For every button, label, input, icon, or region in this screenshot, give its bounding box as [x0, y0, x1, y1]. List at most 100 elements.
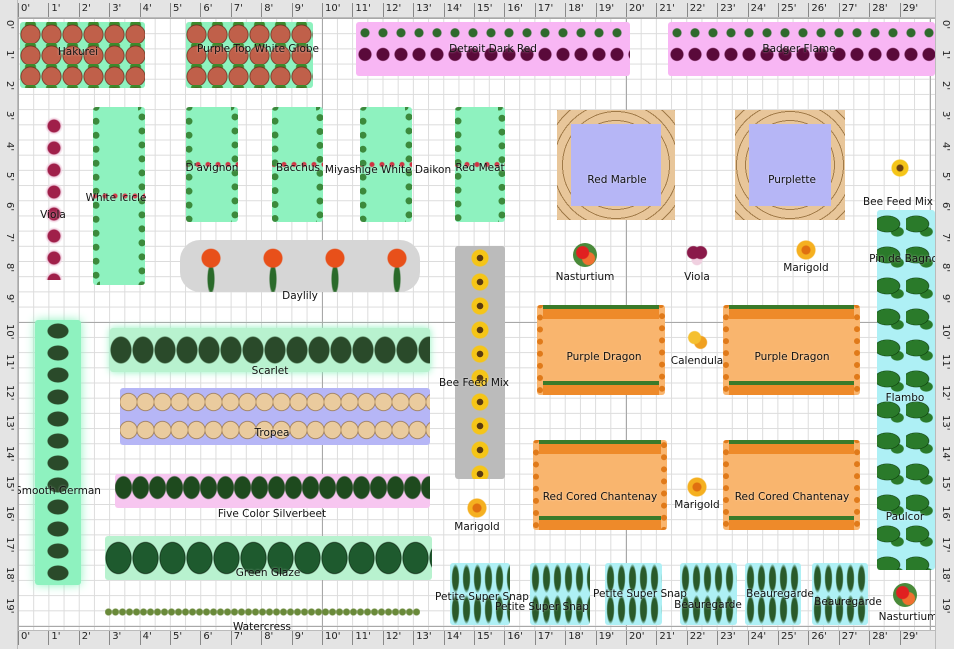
ruler-tick-label: 13' — [4, 415, 15, 431]
bed-five-color-silverbeet[interactable] — [115, 474, 430, 508]
ruler-tick-label: 20' — [626, 3, 644, 17]
ruler-tick-label: 13' — [940, 415, 951, 431]
ruler-right: 0'1'2'3'4'5'6'7'8'9'10'11'12'13'14'15'16… — [935, 0, 954, 649]
ruler-tick-label: 8' — [261, 631, 273, 645]
bed-detroit-dark-red[interactable] — [356, 22, 630, 76]
bed-leeks[interactable] — [877, 210, 935, 570]
sunflower-icon[interactable] — [888, 156, 912, 180]
ruler-tick-label: 16' — [4, 506, 15, 522]
ruler-tick-label: 4' — [139, 631, 152, 645]
ruler-tick-label: 24' — [747, 631, 766, 645]
ruler-tick-label: 27' — [838, 631, 857, 645]
ruler-tick-label: 11' — [4, 354, 15, 370]
ruler-tick-label: 1' — [940, 50, 951, 60]
viola-icon[interactable] — [685, 243, 709, 267]
ruler-tick-label: 7' — [230, 3, 243, 17]
bed-bee-feed-mix[interactable] — [455, 246, 505, 479]
bed-beauregarde-2[interactable] — [745, 563, 801, 625]
ruler-tick-label: 10' — [322, 631, 340, 645]
ruler-tick-label: 8' — [940, 263, 951, 273]
bed-purple-dragon-2[interactable] — [723, 305, 860, 395]
bed-smooth-german[interactable] — [35, 320, 81, 585]
bed-miyashige[interactable] — [360, 107, 412, 222]
marigold-icon[interactable] — [685, 475, 709, 499]
ruler-tick-label: 0' — [18, 3, 30, 17]
ruler-tick-label: 4' — [139, 3, 152, 17]
bed-petite-super-snap-1[interactable] — [450, 563, 510, 625]
bed-red-cored-chantenay-1[interactable] — [533, 440, 667, 530]
ruler-tick-label: 18' — [4, 567, 15, 583]
ruler-tick-label: 11' — [940, 354, 951, 370]
bed-davignon[interactable] — [186, 107, 238, 222]
bed-label: Bacchus — [276, 162, 320, 174]
bed-green-glaze[interactable] — [105, 536, 432, 580]
bed-purple-top-white-globe[interactable] — [186, 22, 313, 88]
ruler-tick-label: 28' — [869, 3, 888, 17]
ruler-tick-label: 2' — [78, 631, 91, 645]
bed-label: Purple Top White Globe — [196, 43, 320, 55]
marigold-icon[interactable] — [794, 238, 818, 262]
ruler-tick-label: 14' — [443, 631, 462, 645]
ruler-tick-label: 1' — [48, 631, 61, 645]
bed-label: Pin de Bagnol — [869, 253, 935, 265]
ruler-tick-label: 15' — [474, 3, 492, 17]
ruler-tick-label: 4' — [4, 141, 15, 151]
bed-daylily[interactable] — [180, 240, 420, 292]
garden-plan-canvas[interactable]: Hakurei Purple Top White Globe Detroit D… — [18, 18, 935, 630]
ruler-tick-label: 3' — [109, 3, 121, 17]
ruler-tick-label: 9' — [940, 293, 951, 303]
ruler-tick-label: 5' — [940, 172, 951, 182]
ruler-tick-label: 7' — [940, 232, 951, 242]
bed-label: Bee Feed Mix — [862, 196, 934, 208]
bed-red-meat[interactable] — [455, 107, 505, 222]
bed-bacchus[interactable] — [272, 107, 323, 222]
nasturtium-icon[interactable] — [893, 583, 917, 607]
ruler-tick-label: 0' — [940, 20, 951, 30]
bed-petite-super-snap-3[interactable] — [605, 563, 662, 625]
ruler-tick-label: 10' — [322, 3, 340, 17]
bed-beauregarde-3[interactable] — [812, 563, 868, 625]
ruler-tick-label: 16' — [504, 3, 523, 17]
bed-tropea[interactable] — [120, 388, 430, 445]
bed-label: Smooth German — [18, 485, 101, 497]
ruler-tick-label: 10' — [4, 324, 15, 340]
bed-watercress[interactable] — [105, 605, 420, 619]
ruler-tick-label: 12' — [940, 384, 951, 401]
ruler-tick-label: 26' — [808, 631, 827, 645]
bed-label: Beauregarde — [674, 599, 742, 611]
calendula-icon[interactable] — [685, 328, 709, 352]
ruler-tick-label: 3' — [940, 111, 951, 121]
bed-hakurei[interactable] — [20, 22, 145, 88]
ruler-tick-label: 2' — [78, 3, 91, 17]
bed-beauregarde-1[interactable] — [680, 563, 737, 625]
ruler-tick-label: 9' — [291, 3, 304, 17]
bed-badger-flame[interactable] — [668, 22, 935, 76]
bed-label: Viola — [684, 271, 710, 283]
bed-scarlet[interactable] — [110, 328, 430, 372]
nasturtium-icon[interactable] — [573, 243, 597, 267]
bed-viola[interactable] — [36, 115, 72, 280]
ruler-tick-label: 0' — [18, 631, 30, 645]
ruler-tick-label: 17' — [4, 536, 15, 553]
ruler-tick-label: 6' — [940, 202, 951, 212]
bed-label: Red Cored Chantenay — [734, 491, 850, 503]
bed-petite-super-snap-2[interactable] — [530, 563, 590, 625]
bed-label: Bee Feed Mix — [438, 377, 510, 389]
bed-red-cored-chantenay-2[interactable] — [723, 440, 860, 530]
bed-label: Miyashige White Daikon — [324, 164, 452, 176]
bed-purple-dragon-1[interactable] — [537, 305, 665, 395]
ruler-bottom: 0'1'2'3'4'5'6'7'8'9'10'11'12'13'14'15'16… — [0, 630, 954, 649]
marigold-icon[interactable] — [465, 496, 489, 520]
ruler-tick-label: 12' — [382, 3, 401, 17]
bed-label: Red Cored Chantenay — [542, 491, 658, 503]
ruler-tick-label: 6' — [200, 631, 213, 645]
ruler-tick-label: 14' — [4, 445, 15, 462]
bed-label: Green Glaze — [235, 567, 301, 579]
bed-purplette[interactable] — [735, 110, 845, 220]
bed-red-marble[interactable] — [557, 110, 675, 220]
ruler-tick-label: 16' — [504, 631, 523, 645]
bed-white-icicle[interactable] — [93, 107, 145, 285]
bed-label: Daylily — [282, 290, 318, 302]
ruler-left: 0'1'2'3'4'5'6'7'8'9'10'11'12'13'14'15'16… — [0, 0, 18, 649]
ruler-tick-label: 11' — [352, 631, 371, 645]
